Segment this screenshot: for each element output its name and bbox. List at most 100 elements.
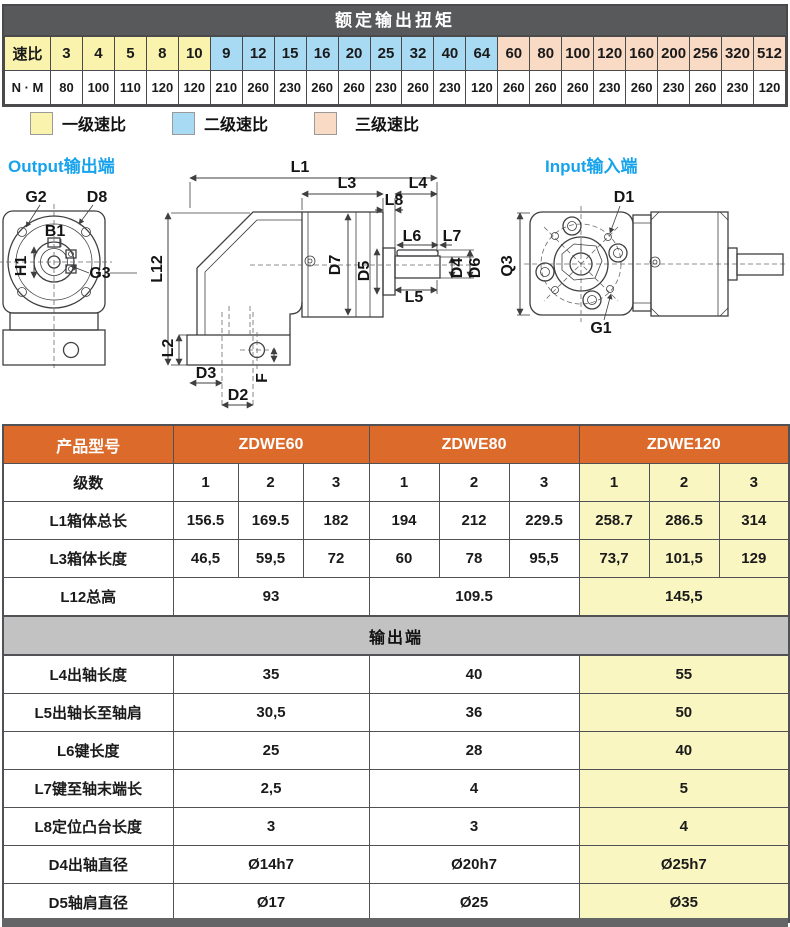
spec-value-cell: Ø35 <box>578 883 790 923</box>
spec-value-cell: 3 <box>508 463 580 502</box>
spec-value-cell: 194 <box>368 501 440 540</box>
ratio-cell: 4 <box>81 36 115 71</box>
spec-value-cell: 50 <box>578 693 790 732</box>
legend-swatch-icon <box>30 111 53 135</box>
dim-L8: L8 <box>385 192 404 209</box>
spec-value-cell: 258.7 <box>578 501 650 540</box>
spec-row-label: L4出轴长度 <box>2 654 174 694</box>
spec-row: 输出端 <box>2 615 790 656</box>
dim-H1: H1 <box>13 256 30 277</box>
dim-L2: L2 <box>160 339 177 358</box>
legend-item: 二级速比 <box>172 111 268 135</box>
spec-value-cell: 2,5 <box>172 769 370 808</box>
ratio-cell: 64 <box>465 36 499 71</box>
model-header: ZDWE120 <box>578 424 790 464</box>
spec-value-cell: 229.5 <box>508 501 580 540</box>
ratio-cell: 10 <box>177 36 211 71</box>
legend-label: 一级速比 <box>62 117 127 134</box>
spec-value-cell: 2 <box>648 463 720 502</box>
torque-cell: 260 <box>689 70 723 105</box>
torque-cell: 120 <box>752 70 787 105</box>
spec-value-cell: 129 <box>718 539 790 578</box>
dim-F: F <box>254 373 271 383</box>
ratio-cell: 20 <box>337 36 371 71</box>
spec-value-cell: 1 <box>368 463 440 502</box>
torque-cell: 260 <box>401 70 435 105</box>
spec-value-cell: 156.5 <box>172 501 239 540</box>
ratio-cell: 320 <box>721 36 754 71</box>
side-view: L1 L3 L4 L8 L12 L2 D7 <box>149 159 484 409</box>
spec-row-label: L7键至轴末端长 <box>2 769 174 808</box>
spec-value-cell: Ø14h7 <box>172 845 370 884</box>
dim-Q3: Q3 <box>499 255 516 276</box>
torque-cell: 260 <box>529 70 563 105</box>
spec-value-cell: 314 <box>718 501 790 540</box>
dim-L12: L12 <box>149 255 166 283</box>
dim-L5: L5 <box>405 289 424 306</box>
ratio-cell: 32 <box>401 36 435 71</box>
dim-D3: D3 <box>196 365 217 382</box>
torque-cell: 110 <box>113 70 147 105</box>
torque-row-label: N · M <box>4 70 51 105</box>
dim-D2: D2 <box>228 387 249 404</box>
legend-label: 三级速比 <box>355 117 420 134</box>
ratio-row-label: 速比 <box>4 36 51 71</box>
ratio-cell: 40 <box>433 36 467 71</box>
dim-B1: B1 <box>45 223 66 240</box>
torque-cell: 230 <box>657 70 691 105</box>
spec-value-cell: 95,5 <box>508 539 580 578</box>
legend-label: 二级速比 <box>204 117 269 134</box>
spec-value-cell: Ø20h7 <box>368 845 580 884</box>
spec-value-cell: 93 <box>172 577 370 617</box>
spec-value-cell: 169.5 <box>237 501 304 540</box>
spec-value-cell: 40 <box>368 654 580 694</box>
torque-cell: 230 <box>433 70 467 105</box>
spec-value-cell: 78 <box>438 539 510 578</box>
spec-row-label: D4出轴直径 <box>2 845 174 884</box>
torque-cell: 260 <box>241 70 275 105</box>
dim-L1: L1 <box>291 159 310 176</box>
spec-value-cell: 5 <box>578 769 790 808</box>
spec-value-cell: Ø25 <box>368 883 580 923</box>
spec-value-cell: 30,5 <box>172 693 370 732</box>
spec-value-cell: 36 <box>368 693 580 732</box>
dim-D7: D7 <box>327 255 344 276</box>
spec-value-cell: 59,5 <box>237 539 304 578</box>
ratio-cell: 100 <box>561 36 595 71</box>
ratio-cell: 512 <box>752 36 787 71</box>
spec-value-cell: 1 <box>578 463 650 502</box>
stage-legend: 一级速比 二级速比 三级速比 <box>30 111 419 135</box>
spec-value-cell: 3 <box>302 463 370 502</box>
spec-value-cell: 25 <box>172 731 370 770</box>
spec-value-cell: 55 <box>578 654 790 694</box>
input-view: Q3 D1 G1 <box>499 189 788 337</box>
technical-drawing: Output输出端 Input输入端 <box>0 144 790 424</box>
spec-value-cell: Ø17 <box>172 883 370 923</box>
ratio-cell: 60 <box>497 36 531 71</box>
ratio-cell: 8 <box>145 36 179 71</box>
dim-G1: G1 <box>590 320 611 337</box>
ratio-cell: 12 <box>241 36 275 71</box>
output-front-view: G2 D8 B1 H1 G3 <box>0 189 137 368</box>
ratio-cell: 15 <box>273 36 307 71</box>
model-header: ZDWE80 <box>368 424 580 464</box>
ratio-cell: 200 <box>657 36 691 71</box>
spec-value-cell: 72 <box>302 539 370 578</box>
torque-cell: 210 <box>209 70 243 105</box>
legend-item: 一级速比 <box>30 111 126 135</box>
spec-value-cell: 1 <box>172 463 239 502</box>
drawing-svg: G2 D8 B1 H1 G3 <box>0 159 788 409</box>
spec-value-cell: 60 <box>368 539 440 578</box>
